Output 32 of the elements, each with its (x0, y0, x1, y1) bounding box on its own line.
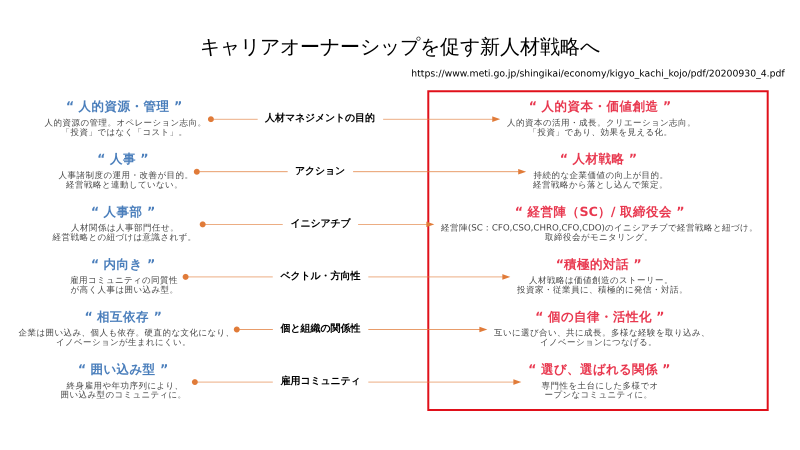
arrow (368, 326, 488, 332)
arrow (358, 222, 434, 228)
node-text: アクション (295, 166, 346, 177)
connector (182, 274, 274, 280)
node-text: “ 相互依存 ” 企業は囲い込み、個人も依存。硬直的な文化になり、イノベーションが生まれにくい。 (18, 308, 235, 348)
node-text: “ 選び、選ばれる関係 ” 専門性を土台にした多様でオープンなコミュニティに。 (528, 362, 671, 401)
node-text: “ 人事 ” 人事諸制度の運用・改善が目的。経営戦略と連動していない。 (58, 151, 194, 190)
connector (194, 168, 288, 175)
node-text: 人材マネジメントの目的 (265, 113, 376, 124)
node-text: “ 人事部 ” 人材関係は人事部門任せ。経営戦略との紐づけは意識されず。 (52, 204, 197, 243)
node-text: “ 人材戦略 ” 持続的な企業価値の向上が目的。経営戦略から落とし込んで策定。 (532, 151, 668, 190)
diagram-title: キャリアオーナーシップを促す新人材戦略へ (200, 34, 600, 58)
node-text: “ 内向き ” 雇用コミュニティの同質性が高く人事は囲い込み型。 (70, 256, 179, 296)
arrow (368, 274, 510, 280)
node-text: “ 個の自律・活性化 ” 互いに選び合い、共に成長。多様な経験を取り込み、イノベーションにつなげる。 (494, 308, 710, 348)
node-text: “ 人的資源・管理 ” 人的資源の管理。オペレーション志向。「投資」ではなく「コスト」。 (44, 98, 207, 138)
node-text: “ 経営陣（SC）/ 取締役会 ” 経営陣(SC：CFO,CSO,CHRO,CFO,CDO)のイニシアチブで経営戦略と紐づけ。取締役会がモニタリング。 (440, 204, 758, 243)
connector (234, 326, 274, 332)
connector (192, 379, 274, 386)
node-text: ベクトル・方向性 (280, 270, 361, 282)
node-text: “積極的対話 ” 人材戦略は価値創造のストーリー。投資家・従業員に、積極的に発信・対話。 (516, 256, 688, 296)
arrow (368, 379, 522, 385)
connector (200, 221, 284, 228)
node-text: “ 囲い込み型 ” 終身雇用や年功序列により、囲い込み型のコミュニティに。 (60, 362, 187, 401)
connector (208, 116, 258, 122)
node-text: 雇用コミュニティ (280, 376, 361, 388)
node-text: 個と組織の関係性 (280, 323, 361, 334)
arrow (352, 168, 526, 175)
label: https://www.meti.go.jp/shingikai/economy/kigyo_kachi_kojo/pdf/20200930_4.pdf (411, 68, 785, 80)
node-text: イニシアチブ (290, 218, 351, 230)
arrow (382, 116, 500, 122)
node-text: “ 人的資本・価値創造 ” 人的資本の活用・成長。クリエーション志向。「投資」であり、効果を見える化。 (506, 98, 696, 138)
